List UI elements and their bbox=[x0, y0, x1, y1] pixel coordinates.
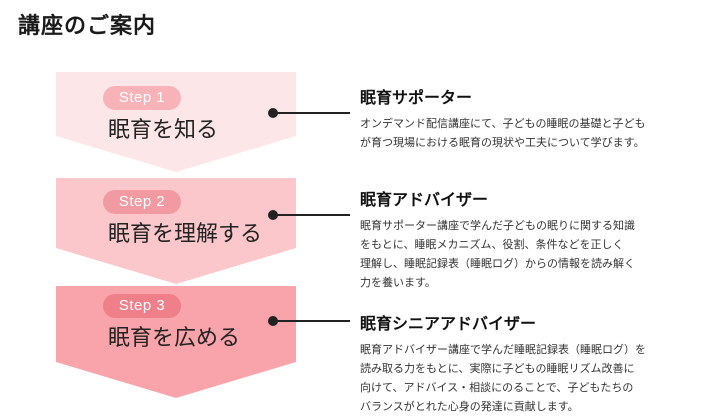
step-1-title: 眠育を知る bbox=[108, 118, 219, 143]
step-2-title: 眠育を理解する bbox=[108, 222, 263, 247]
step-3-heading: 眠育シニアアドバイザー bbox=[360, 314, 537, 333]
step-3-description: 眠育シニアアドバイザー 眠育アドバイザー講座で学んだ睡眠記録表（睡眠ログ）を 読… bbox=[360, 310, 710, 416]
page-title: 講座のご案内 bbox=[18, 14, 157, 39]
step-1-connector bbox=[274, 112, 350, 114]
step-3-body-line: 読み取る力をもとに、実際に子どもの睡眠リズム改善に bbox=[360, 362, 635, 375]
step-3-body: 眠育アドバイザー講座で学んだ睡眠記録表（睡眠ログ）を 読み取る力をもとに、実際に… bbox=[360, 340, 710, 416]
step-3-badge: Step 3 bbox=[103, 294, 181, 318]
step-2-connector bbox=[274, 214, 350, 216]
step-3-body-line: 向けて、アドバイス・相談にのることで、子どもたちの bbox=[360, 381, 634, 394]
step-2-body-line: 力を養います。 bbox=[360, 276, 436, 289]
step-1-body-line: が育つ現場における眠育の現状や工夫について学びます。 bbox=[360, 136, 645, 149]
step-1-badge: Step 1 bbox=[103, 86, 181, 110]
step-2-body-line: 理解し、睡眠記録表（睡眠ログ）からの情報を読み解く bbox=[360, 257, 635, 270]
step-3-body-line: バランスがとれた心身の発達に貢献します。 bbox=[360, 400, 579, 413]
step-2-heading: 眠育アドバイザー bbox=[360, 190, 489, 209]
step-1-body-line: オンデマンド配信講座にて、子どもの睡眠の基礎と子ども bbox=[360, 117, 646, 130]
step-3-title: 眠育を広める bbox=[108, 326, 241, 351]
step-2-body: 眠育サポーター講座で学んだ子どもの眠りに関する知識 をもとに、睡眠メカニズム、役… bbox=[360, 216, 710, 292]
step-1-description: 眠育サポーター オンデマンド配信講座にて、子どもの睡眠の基礎と子ども が育つ現場… bbox=[360, 84, 710, 152]
step-3-body-line: 眠育アドバイザー講座で学んだ睡眠記録表（睡眠ログ）を bbox=[360, 343, 646, 356]
step-2-body-line: 眠育サポーター講座で学んだ子どもの眠りに関する知識 bbox=[360, 219, 635, 232]
step-2-description: 眠育アドバイザー 眠育サポーター講座で学んだ子どもの眠りに関する知識 をもとに、… bbox=[360, 186, 710, 292]
step-2-body-line: をもとに、睡眠メカニズム、役割、条件などを正しく bbox=[360, 238, 624, 251]
step-3-connector bbox=[274, 320, 350, 322]
step-2-connector-dot bbox=[268, 210, 278, 220]
step-1-connector-dot bbox=[268, 108, 278, 118]
step-1-heading: 眠育サポーター bbox=[360, 88, 473, 107]
step-1-body: オンデマンド配信講座にて、子どもの睡眠の基礎と子ども が育つ現場における眠育の現… bbox=[360, 114, 710, 152]
step-2-badge: Step 2 bbox=[103, 190, 181, 214]
step-3-connector-dot bbox=[268, 316, 278, 326]
